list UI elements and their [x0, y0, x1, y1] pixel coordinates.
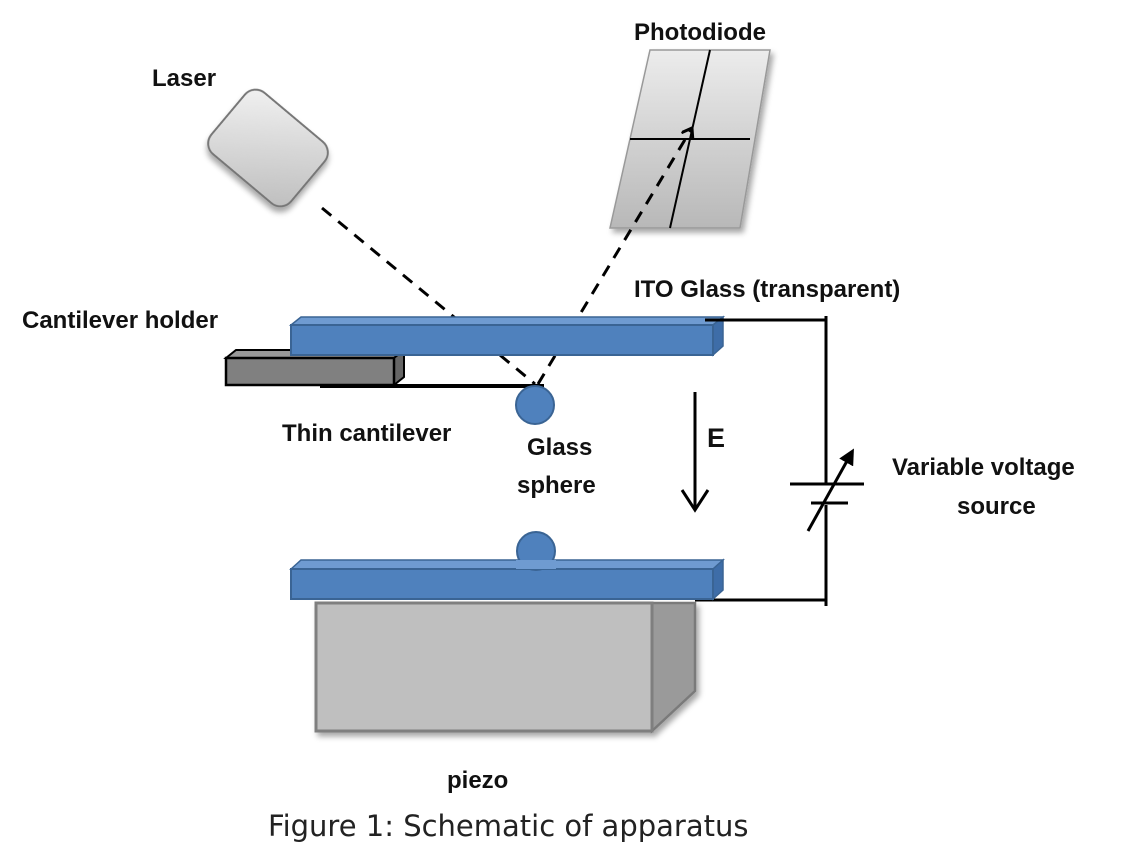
- variable-voltage-source-symbol: [790, 448, 864, 532]
- cantilever-holder-label: Cantilever holder: [22, 307, 218, 334]
- photodiode-label: Photodiode: [634, 19, 766, 46]
- glass-sphere-top: [515, 385, 555, 425]
- voltage-source-label-line2: source: [957, 493, 1036, 520]
- ito-glass-bottom-plate: [289, 558, 725, 601]
- glass-sphere-label-line1: Glass: [527, 434, 592, 461]
- piezo-block: [314, 601, 697, 734]
- laser-label: Laser: [152, 65, 216, 92]
- piezo-label: piezo: [447, 767, 508, 794]
- figure-caption: Figure 1: Schematic of apparatus: [268, 809, 748, 843]
- laser-device: [207, 88, 329, 208]
- ito-glass-label: ITO Glass (transparent): [634, 276, 900, 303]
- electric-field-arrowhead: [680, 489, 710, 513]
- electric-field-label: E: [707, 423, 725, 453]
- incident-beam: [321, 206, 536, 386]
- sphere-contact-patch: [516, 560, 556, 569]
- circuit-wires: [695, 316, 828, 606]
- thin-cantilever-label: Thin cantilever: [282, 420, 451, 447]
- voltage-source-label-line1: Variable voltage: [892, 454, 1075, 481]
- photodiode-device: [609, 49, 771, 229]
- glass-sphere-label-line2: sphere: [517, 472, 596, 499]
- ito-glass-top-plate: [288, 315, 726, 357]
- cantilever-holder: [223, 347, 407, 388]
